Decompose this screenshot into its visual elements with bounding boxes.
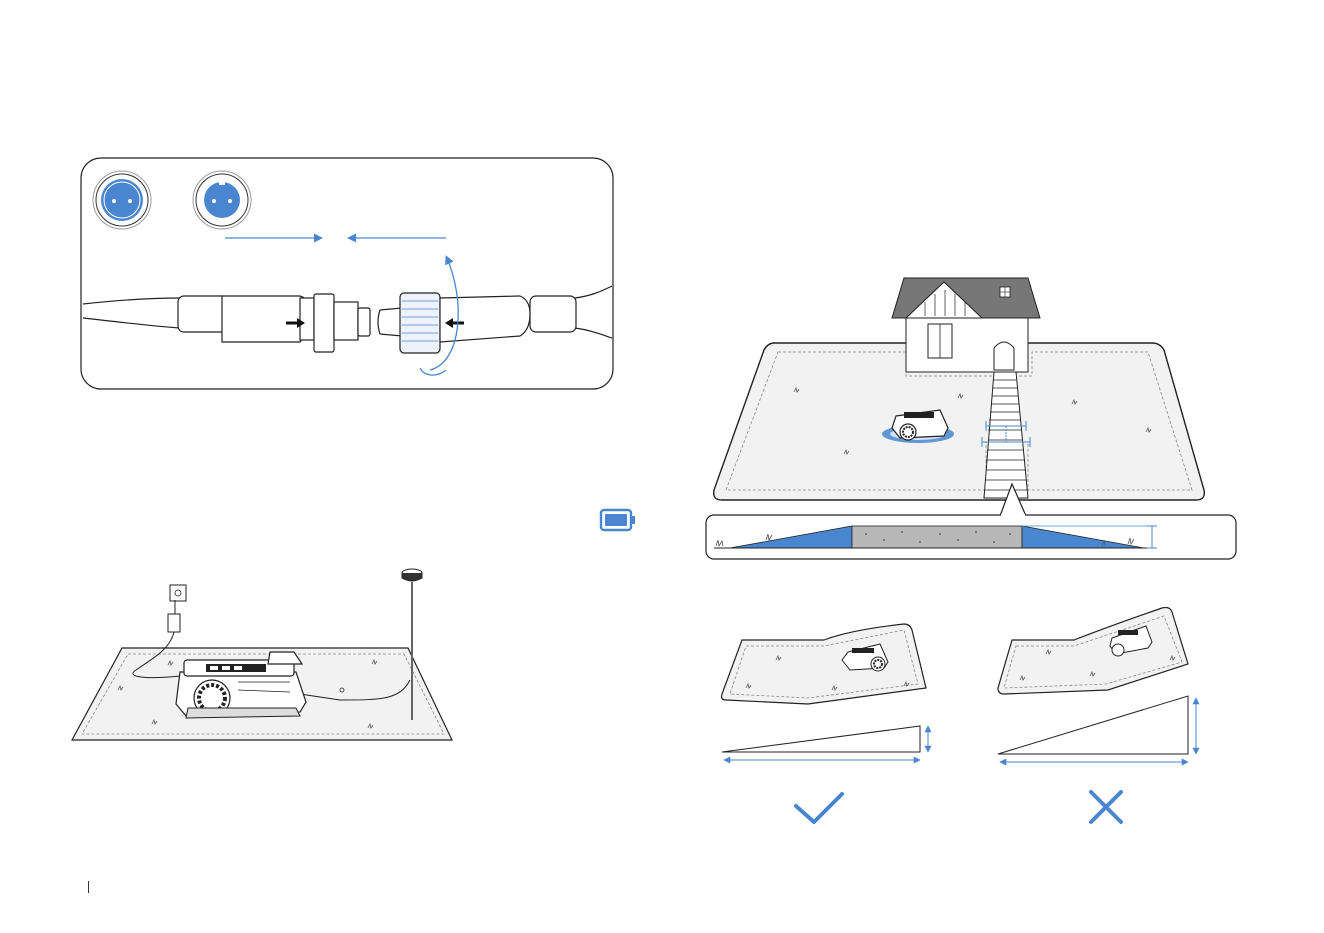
charging-station-with-mower — [176, 652, 306, 718]
page-number-marker — [88, 881, 89, 893]
cross-icon — [1091, 792, 1121, 822]
power-adapter — [168, 614, 180, 632]
connector-plug-icon — [193, 171, 251, 229]
gentle-slope-lawn — [722, 624, 927, 704]
steep-slope-triangle — [998, 696, 1196, 762]
battery-icon — [601, 510, 635, 530]
house-lawn-pathway-illustration — [706, 278, 1236, 559]
cable-connector-illustration — [81, 158, 613, 389]
check-icon — [796, 794, 842, 822]
wall-socket — [170, 585, 186, 601]
gentle-slope-triangle — [722, 726, 928, 760]
slope-comparison-illustration — [722, 608, 1197, 823]
house — [892, 278, 1040, 372]
connector-socket-icon — [93, 171, 151, 229]
charging-station-setup-illustration — [72, 569, 452, 740]
steep-slope-lawn — [998, 608, 1188, 695]
connector-frame — [81, 158, 613, 389]
